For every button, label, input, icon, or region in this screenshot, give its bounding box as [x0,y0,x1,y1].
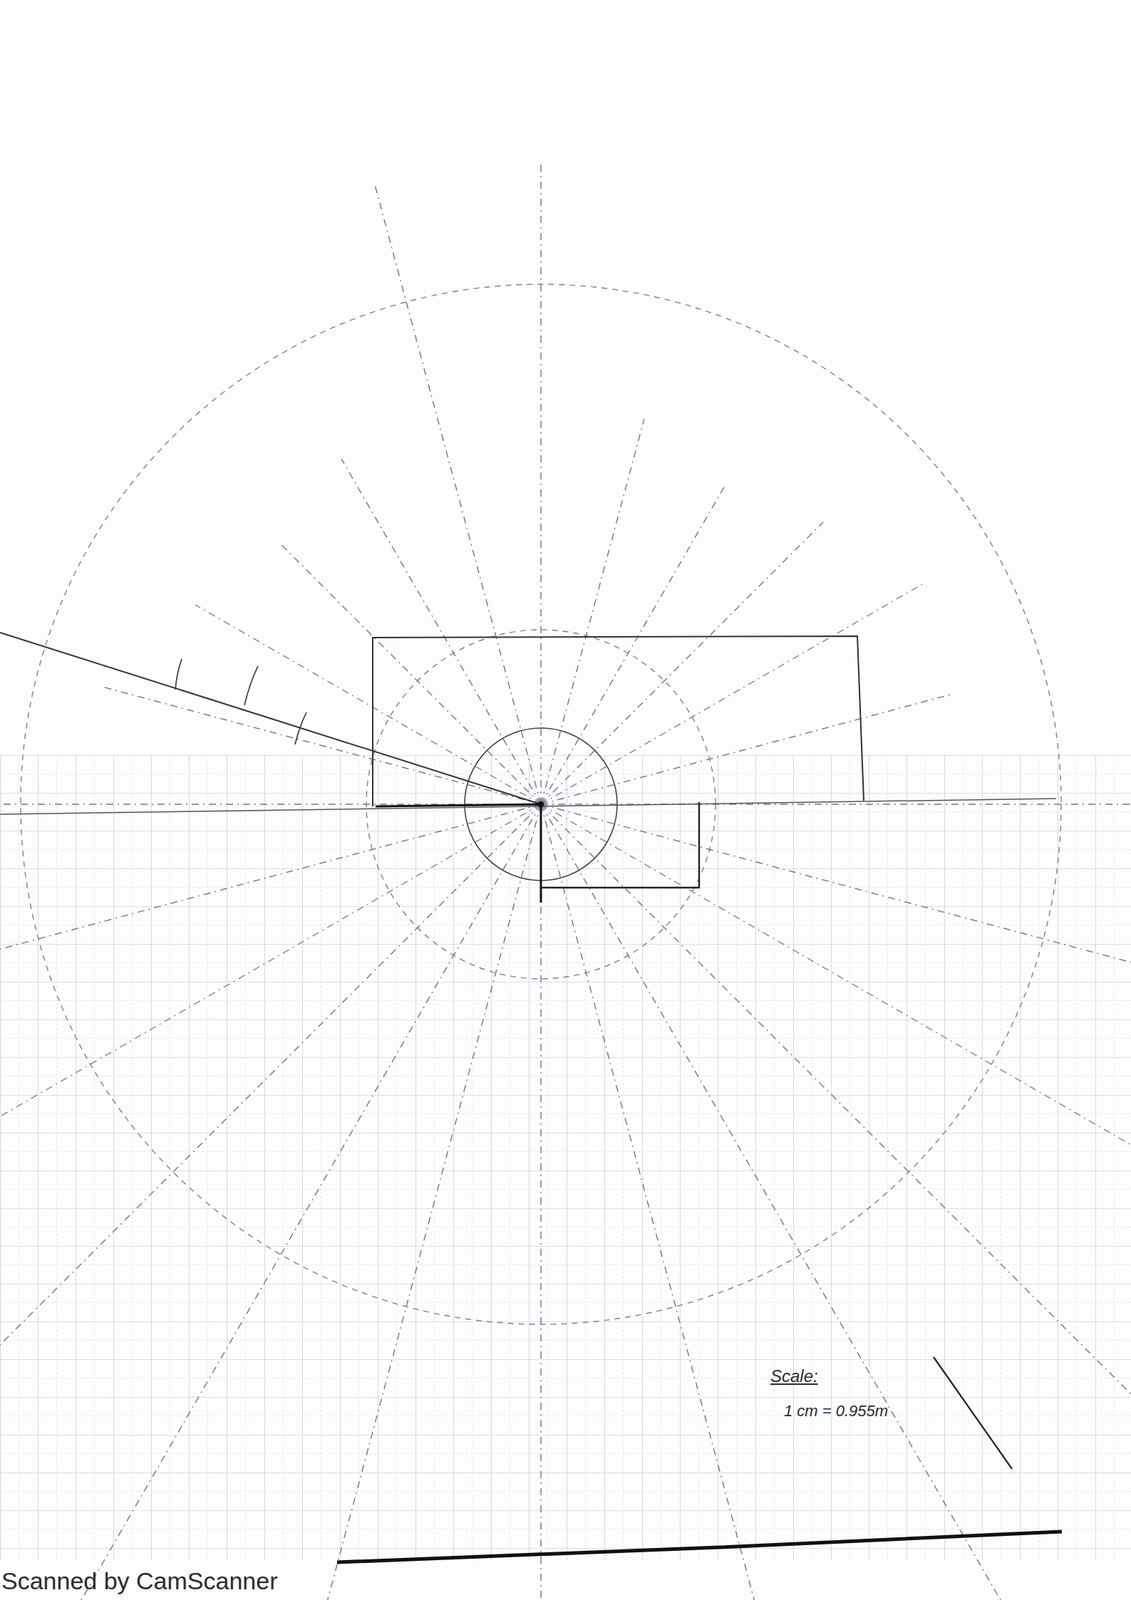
watermark: Scanned by CamScanner [1,1567,278,1596]
range-arcs [20,284,1062,1325]
building-outline [540,802,700,888]
scale-note: Scale: [770,1366,819,1387]
bearing-line [933,1357,1012,1470]
page-edge [337,1532,1062,1563]
building-outline [375,804,541,903]
scale-note: 1 cm = 0.955m [783,1402,888,1422]
small-arcs [175,659,307,745]
bearing-line [0,632,541,805]
radial-lines [0,163,1131,1600]
building-outline [372,636,864,807]
station-point [538,801,544,808]
